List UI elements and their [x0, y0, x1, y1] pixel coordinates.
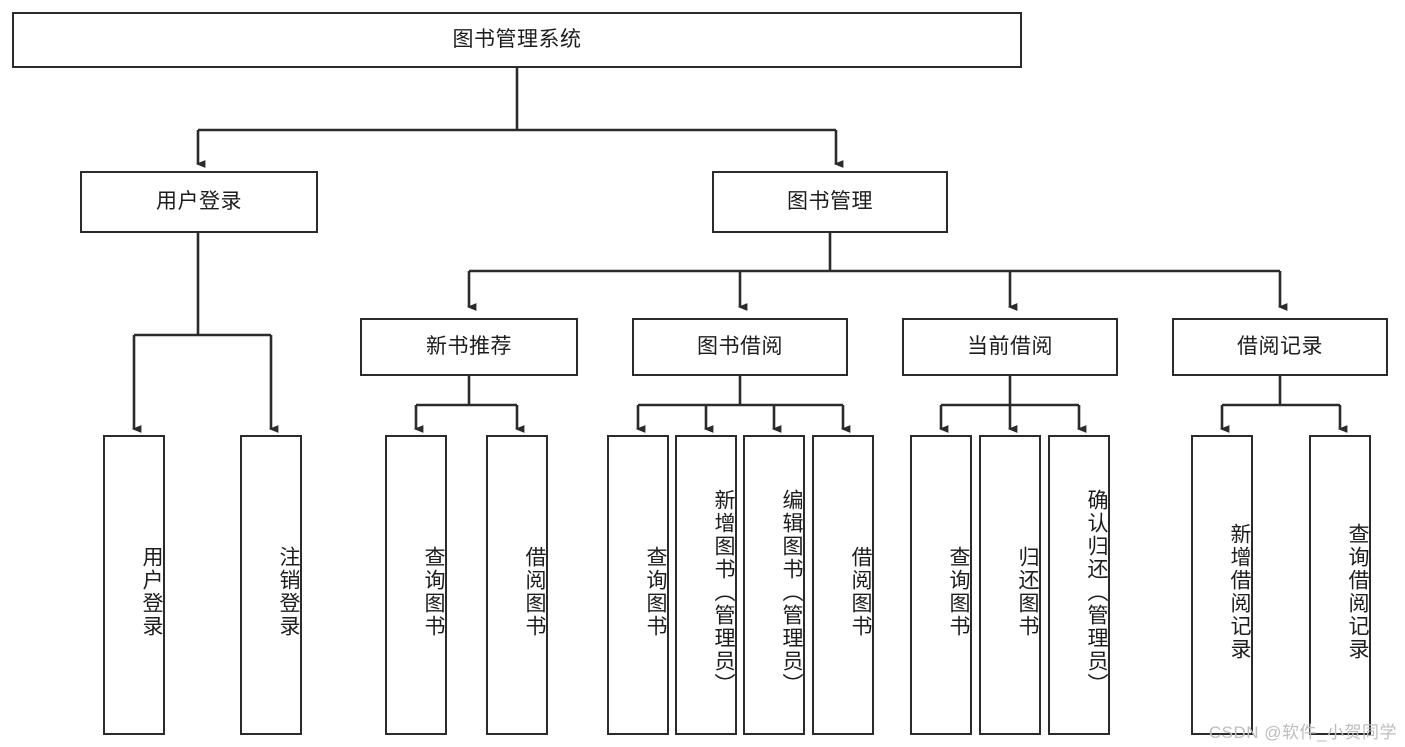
node-borrow-record[interactable]: 借阅记录	[1172, 318, 1388, 376]
node-leaf-add-book-label: 新增图书（管理员）	[712, 488, 735, 696]
node-leaf-query-record-label: 查询借阅记录	[1346, 523, 1369, 661]
node-book-borrow[interactable]: 图书借阅	[632, 318, 848, 376]
node-leaf-query-book-3-label: 查询图书	[947, 546, 970, 638]
node-leaf-borrow-book-1[interactable]: 借阅图书	[486, 435, 548, 735]
node-leaf-query-book-1-label: 查询图书	[422, 546, 445, 638]
node-leaf-borrow-book-1-label: 借阅图书	[523, 546, 546, 638]
node-leaf-query-record[interactable]: 查询借阅记录	[1309, 435, 1371, 735]
node-borrow-record-label: 借阅记录	[1237, 334, 1323, 358]
node-new-book-rec-label: 新书推荐	[426, 334, 512, 358]
node-user-login-label: 用户登录	[156, 189, 242, 213]
node-leaf-logout[interactable]: 注销登录	[240, 435, 302, 735]
node-leaf-confirm-return[interactable]: 确认归还（管理员）	[1048, 435, 1110, 735]
node-leaf-edit-book-label: 编辑图书（管理员）	[780, 488, 803, 696]
node-leaf-borrow-book-2[interactable]: 借阅图书	[812, 435, 874, 735]
node-book-borrow-label: 图书借阅	[697, 334, 783, 358]
node-leaf-query-book-2[interactable]: 查询图书	[607, 435, 669, 735]
node-book-mgmt[interactable]: 图书管理	[712, 171, 948, 233]
csdn-watermark: CSDN @软件_小贺同学	[1208, 723, 1397, 742]
node-leaf-logout-label: 注销登录	[277, 546, 300, 638]
node-leaf-confirm-return-label: 确认归还（管理员）	[1085, 488, 1108, 696]
node-root-label: 图书管理系统	[452, 27, 582, 51]
node-leaf-query-book-1[interactable]: 查询图书	[385, 435, 447, 735]
node-book-mgmt-label: 图书管理	[787, 189, 873, 213]
node-leaf-add-record[interactable]: 新增借阅记录	[1191, 435, 1253, 735]
node-leaf-user-login-label: 用户登录	[140, 546, 163, 638]
node-leaf-return-book-label: 归还图书	[1016, 546, 1039, 638]
node-leaf-query-book-3[interactable]: 查询图书	[910, 435, 972, 735]
node-leaf-user-login[interactable]: 用户登录	[103, 435, 165, 735]
node-leaf-add-book[interactable]: 新增图书（管理员）	[675, 435, 737, 735]
node-current-borrow-label: 当前借阅	[967, 334, 1053, 358]
node-leaf-edit-book[interactable]: 编辑图书（管理员）	[743, 435, 805, 735]
node-root[interactable]: 图书管理系统	[12, 12, 1022, 68]
node-leaf-return-book[interactable]: 归还图书	[979, 435, 1041, 735]
node-leaf-query-book-2-label: 查询图书	[644, 546, 667, 638]
node-current-borrow[interactable]: 当前借阅	[902, 318, 1118, 376]
node-new-book-rec[interactable]: 新书推荐	[360, 318, 578, 376]
node-leaf-add-record-label: 新增借阅记录	[1228, 523, 1251, 661]
node-leaf-borrow-book-2-label: 借阅图书	[849, 546, 872, 638]
node-user-login[interactable]: 用户登录	[80, 171, 318, 233]
